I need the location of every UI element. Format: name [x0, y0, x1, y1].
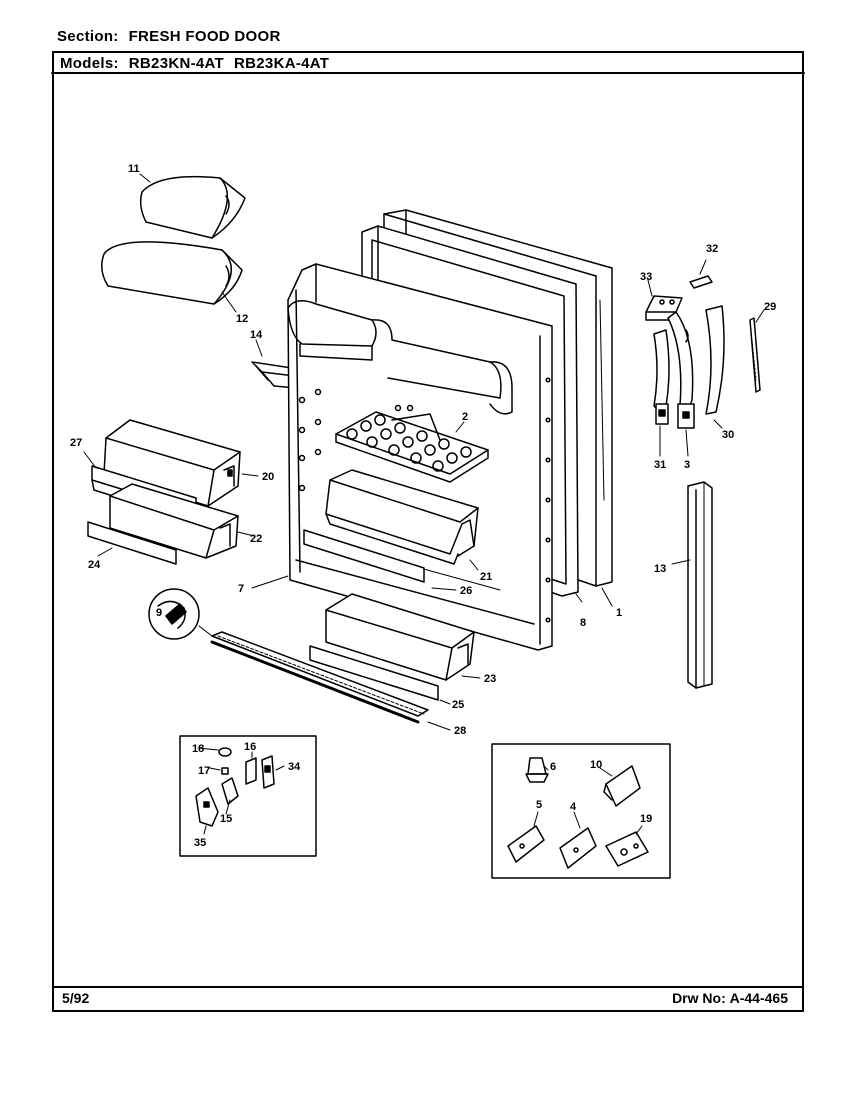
part-2-egg-tray — [335, 411, 489, 483]
callout-23: 23 — [484, 673, 496, 685]
drawing-frame: Models: RB23KN-4AT RB23KA-4AT 5/92 Drw No:… — [52, 51, 804, 1012]
model-number-2: RB23KA-4AT — [234, 55, 330, 72]
callout-9: 9 — [156, 607, 162, 619]
section-label: Section: — [57, 28, 119, 45]
part-21-door-bin — [325, 469, 479, 565]
drawing-number: A-44-465 — [729, 990, 788, 1006]
callout-6: 6 — [550, 761, 556, 773]
part-30-strap — [705, 305, 725, 415]
models-line: Models: RB23KN-4AT RB23KA-4AT — [60, 55, 329, 72]
part-9-detail-circle — [148, 588, 213, 640]
part-28-bottom-trim — [210, 631, 429, 724]
callout-30: 30 — [722, 429, 734, 441]
callout-17: 17 — [198, 765, 210, 777]
callout-2: 2 — [462, 411, 468, 423]
callout-28: 28 — [454, 725, 466, 737]
callout-12: 12 — [236, 313, 248, 325]
part-23-bottom-door-bin — [325, 593, 475, 681]
part-33-hinge-bracket — [645, 295, 683, 321]
part-11-shelf-cover — [139, 175, 246, 239]
callout-10: 10 — [590, 759, 602, 771]
callout-27: 27 — [70, 437, 82, 449]
part-25-bin-front-strip — [309, 645, 439, 701]
callout-4: 4 — [570, 801, 577, 813]
callout-1: 1 — [616, 607, 622, 619]
part-26-bin-front-strip — [303, 529, 425, 583]
part-24-bin-front-strip — [87, 521, 177, 565]
hardware-kit-box-right — [491, 743, 671, 879]
part-29-rod — [749, 317, 761, 393]
section-title: Section: FRESH FOOD DOOR — [57, 28, 281, 45]
revision-date: 5/92 — [62, 990, 90, 1006]
callout-29: 29 — [764, 301, 776, 313]
part-13-door-side-trim — [687, 481, 713, 689]
callout-14: 14 — [250, 329, 263, 341]
callout-16: 16 — [244, 741, 256, 753]
drawing-number-block: Drw No: A-44-465 — [672, 990, 788, 1006]
callout-35: 35 — [194, 837, 206, 849]
callout-13: 13 — [654, 563, 666, 575]
title-block-footer: 5/92 Drw No: A-44-465 — [54, 986, 802, 1010]
callout-32: 32 — [706, 243, 718, 255]
hardware-kit-box-left — [179, 735, 317, 857]
part-32-small-block — [689, 275, 713, 289]
callout-11: 11 — [128, 163, 140, 175]
callout-8: 8 — [580, 617, 586, 629]
part-3-door-hinge — [667, 311, 695, 429]
callout-5: 5 — [536, 799, 542, 811]
callout-19: 19 — [640, 813, 652, 825]
part-22-dairy-bin — [109, 483, 239, 559]
callout-31: 31 — [654, 459, 666, 471]
callout-22: 22 — [250, 533, 262, 545]
part-12-shelf-cover — [101, 241, 243, 305]
callout-33: 33 — [640, 271, 652, 283]
callout-15: 15 — [220, 813, 232, 825]
callout-3: 3 — [684, 459, 690, 471]
callout-21: 21 — [480, 571, 492, 583]
callout-25: 25 — [452, 699, 464, 711]
callout-24: 24 — [88, 559, 101, 571]
part-20-dairy-bin — [103, 419, 241, 507]
callout-26: 26 — [460, 585, 472, 597]
callout-20: 20 — [262, 471, 274, 483]
models-label: Models: — [60, 55, 119, 72]
part-31-door-hinge — [653, 329, 670, 425]
leader-lines — [83, 173, 765, 835]
callout-34: 34 — [288, 761, 301, 773]
model-number-1: RB23KN-4AT — [128, 55, 225, 72]
section-value: FRESH FOOD DOOR — [128, 28, 281, 45]
callout-18: 18 — [192, 743, 204, 755]
drawing-number-label: Drw No: — [672, 990, 726, 1006]
callout-7: 7 — [238, 583, 244, 595]
